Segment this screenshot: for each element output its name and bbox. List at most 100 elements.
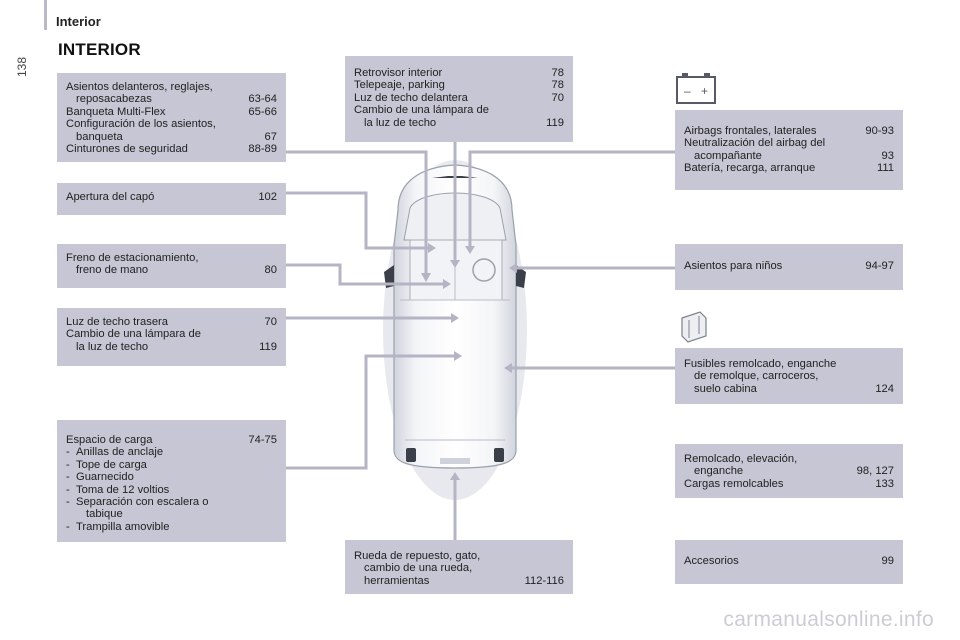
row-page: [558, 104, 564, 116]
row-page: 80: [264, 264, 277, 277]
arrow-luz-trasera: [451, 313, 459, 323]
row-page: [888, 370, 894, 382]
row-page: 119: [546, 116, 564, 129]
battery-plus: +: [701, 84, 708, 98]
box-row: Freno de estacionamiento,: [66, 252, 277, 264]
row-label: Airbags frontales, laterales: [684, 125, 817, 137]
mirror-left: [384, 265, 394, 288]
row-label: herramientas: [364, 574, 430, 587]
row-label: Telepeaje, parking: [354, 79, 445, 92]
leader-freno: [286, 263, 445, 286]
row-page: 67: [264, 130, 277, 143]
row-label: Banqueta Multi-Flex: [66, 105, 166, 118]
row-page: 63-64: [248, 93, 277, 106]
section-header: Interior: [56, 14, 101, 29]
box-row: Fusibles remolcado, enganche: [684, 358, 894, 370]
leader-asientos: [286, 150, 428, 276]
row-page: 74-75: [248, 434, 277, 446]
row-page: [271, 81, 277, 93]
list-item: -Guarnecido: [66, 471, 277, 483]
list-text: Guarnecido: [76, 471, 134, 484]
row-page: 99: [881, 555, 894, 567]
page-title: INTERIOR: [58, 40, 141, 59]
row-page: 78: [551, 67, 564, 79]
list-text: Separación con escalera o: [76, 496, 209, 509]
row-label: Rueda de repuesto, gato,: [354, 550, 481, 562]
watermark: carmanualsonline.info: [723, 608, 934, 631]
list-item: -Tope de carga: [66, 459, 277, 471]
row-label: Fusibles remolcado, enganche: [684, 358, 837, 370]
box-row: de remolque, carroceros,: [684, 370, 894, 382]
box-row: Accesorios 99: [684, 555, 894, 567]
row-page: 93: [881, 149, 894, 162]
row-page: [271, 118, 277, 130]
box-row: Telepeaje, parking 78: [354, 79, 564, 91]
row-label: Retrovisor interior: [354, 67, 443, 79]
box-row: Asientos para niños 94-97: [684, 260, 894, 272]
box-row: Airbags frontales, laterales 90-93: [684, 125, 894, 137]
list-text-continued: tabique: [86, 508, 123, 521]
row-label: reposacabezas: [76, 93, 152, 106]
leader-airbags: [468, 150, 675, 248]
row-label: Espacio de carga: [66, 434, 153, 446]
rear-plate: [440, 458, 470, 464]
box-row: Neutralización del airbag del: [684, 137, 894, 149]
leader-arrows: [421, 243, 517, 480]
box-row: Cambio de una lámpara de: [354, 104, 564, 116]
list-dash: -: [66, 496, 70, 509]
row-page: 124: [875, 382, 894, 395]
rear-light-left: [406, 448, 416, 462]
row-label: acompañante: [694, 149, 762, 162]
row-page: 78: [551, 79, 564, 92]
row-label: Cambio de una lámpara de: [66, 328, 201, 341]
row-label: Batería, recarga, arranque: [684, 162, 816, 175]
list-item: -Anillas de anclaje: [66, 446, 277, 458]
box-row: Batería, recarga, arranque 111: [684, 162, 894, 174]
list-dash: -: [66, 446, 70, 459]
row-label: Accesorios: [684, 555, 739, 567]
box-row: Rueda de repuesto, gato,: [354, 550, 564, 562]
row-page: 65-66: [248, 105, 277, 118]
row-label: Remolcado, elevación,: [684, 453, 798, 465]
row-page: 111: [876, 162, 894, 175]
mirror-right: [516, 265, 526, 288]
box-rueda: Rueda de repuesto, gato,cambio de una ru…: [345, 540, 573, 594]
row-page: 94-97: [865, 260, 894, 272]
row-page: [888, 137, 894, 149]
row-label: Luz de techo delantera: [354, 91, 468, 104]
row-page: 119: [259, 340, 277, 353]
box-row: Banqueta Multi-Flex 65-66: [66, 106, 277, 118]
margin-bar: [44, 0, 47, 30]
row-label: Apertura del capó: [66, 191, 155, 203]
list-dash: -: [66, 471, 70, 484]
list-text: Trampilla amovible: [76, 520, 170, 533]
box-carga: Espacio de carga 74-75-Anillas de anclaje…: [57, 420, 286, 542]
box-row: Remolcado, elevación,: [684, 453, 894, 465]
arrow-capo: [428, 243, 436, 253]
row-label: Asientos para niños: [684, 260, 783, 272]
row-page: 70: [264, 316, 277, 328]
row-page: 88-89: [248, 143, 277, 156]
battery-icon: – +: [676, 73, 716, 104]
arrow-asientos: [421, 273, 431, 282]
row-label: Asientos delanteros, reglajes,: [66, 81, 213, 93]
box-ninos: Asientos para niños 94-97: [675, 244, 903, 290]
row-label: Cargas remolcables: [684, 477, 784, 490]
row-page: 90-93: [865, 125, 894, 137]
list-item: -Separación con escalera o: [66, 496, 277, 508]
row-page: 112-116: [524, 574, 564, 587]
box-row: cambio de una rueda,: [354, 562, 564, 574]
leader-capo: [286, 191, 430, 250]
